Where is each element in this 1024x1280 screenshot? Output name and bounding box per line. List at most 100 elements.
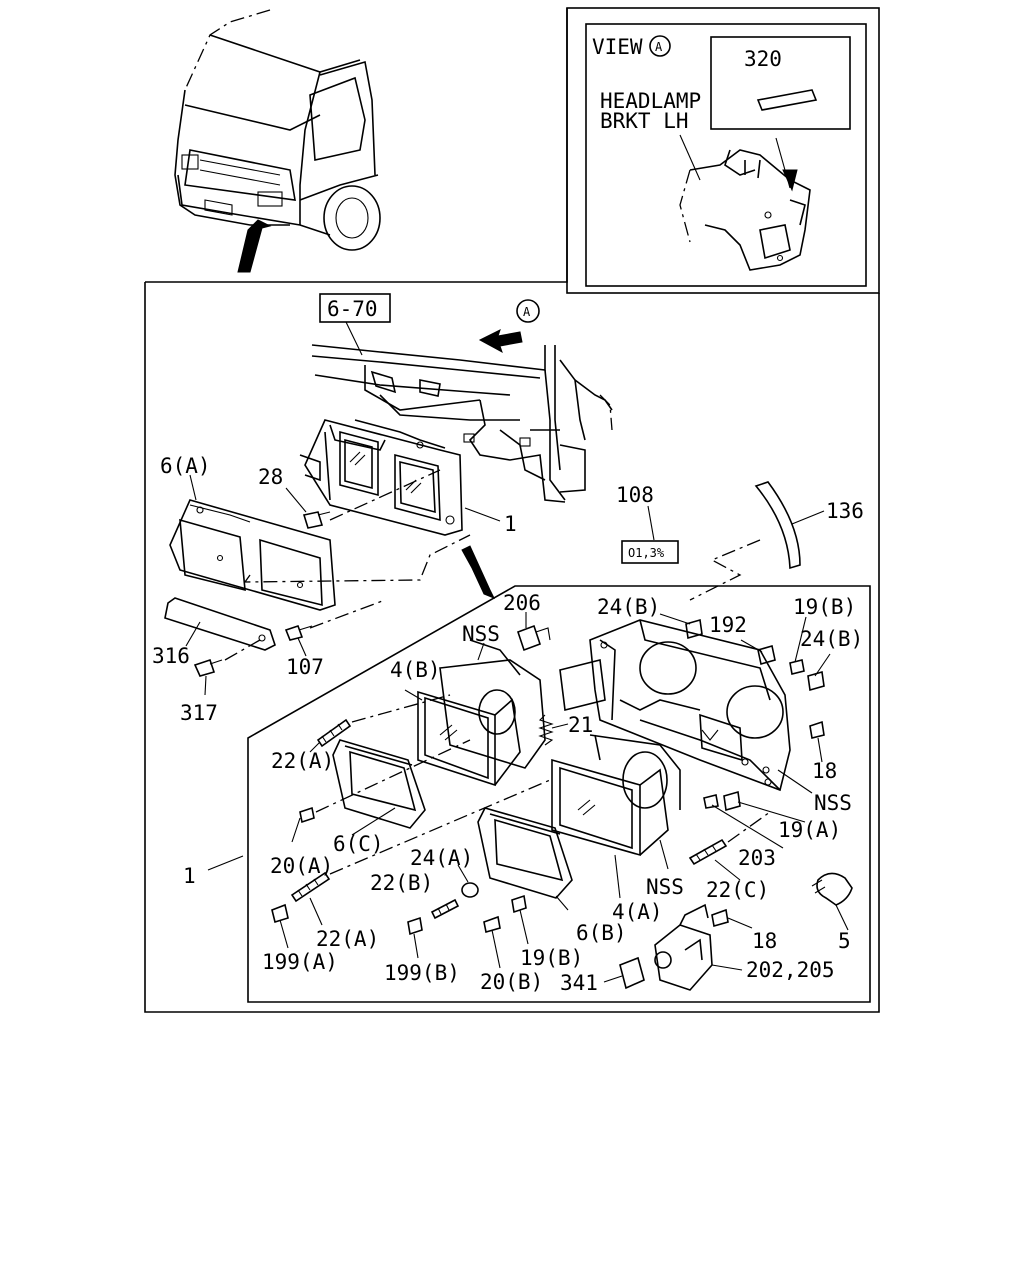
callout-1-lower: 1 bbox=[183, 864, 196, 888]
screw-18-lower bbox=[711, 908, 729, 928]
axis-line-22a-lower bbox=[329, 779, 551, 875]
callout-6b: 6(B) bbox=[576, 921, 627, 945]
axis-line-22a-upper bbox=[351, 694, 451, 723]
screw-22a-lower bbox=[290, 871, 331, 903]
nut-19b-lower bbox=[511, 894, 527, 914]
headlamp-4b bbox=[417, 639, 546, 787]
callout-341: 341 bbox=[560, 971, 598, 995]
bezel-6c bbox=[332, 739, 426, 829]
callout-28: 28 bbox=[258, 465, 283, 489]
part-320-pad bbox=[756, 89, 818, 111]
callout-nss-right: NSS bbox=[814, 791, 852, 815]
callout-22a-lower: 22(A) bbox=[316, 927, 379, 951]
nut-199b bbox=[407, 916, 423, 936]
truck-thumbnail bbox=[174, 9, 381, 273]
callout-19a: 19(A) bbox=[778, 818, 841, 842]
callout-22a-upper: 22(A) bbox=[271, 749, 334, 773]
callout-1-upper: 1 bbox=[504, 512, 517, 536]
screw-18-right bbox=[809, 720, 825, 739]
main-frame-top bbox=[145, 8, 568, 283]
detail-frame bbox=[247, 585, 871, 1003]
view-a-direction-arrow bbox=[478, 329, 523, 354]
callout-199a: 199(A) bbox=[262, 950, 338, 974]
callout-labels: 6(A) 28 1 108 136 316 107 317 206 24(B) … bbox=[152, 454, 864, 995]
bezel-6a bbox=[169, 499, 336, 611]
seal-136 bbox=[754, 481, 801, 570]
clip-19b-right bbox=[789, 659, 805, 675]
callout-19b-top: 19(B) bbox=[793, 595, 856, 619]
main-frame bbox=[144, 282, 880, 1013]
callout-5: 5 bbox=[838, 929, 851, 953]
screw-107 bbox=[284, 624, 313, 641]
callout-nss-lower: NSS bbox=[646, 875, 684, 899]
section-ref-label: 6-70 bbox=[327, 297, 378, 321]
kit-108-text: O1,3% bbox=[628, 546, 665, 560]
screw-203 bbox=[703, 794, 719, 809]
screw-20b bbox=[483, 915, 501, 934]
upper-headlamp-assembly bbox=[299, 419, 463, 536]
callout-18-lower: 18 bbox=[752, 929, 777, 953]
axis-line-28 bbox=[329, 469, 441, 521]
view-a-inset: VIEW A 320 HEADLAMP BRKT LH bbox=[566, 7, 880, 294]
screw-22a-upper bbox=[316, 718, 352, 748]
callout-4b: 4(B) bbox=[390, 658, 441, 682]
callout-107: 107 bbox=[286, 655, 324, 679]
strip-316-hole bbox=[258, 634, 266, 642]
callout-317: 317 bbox=[180, 701, 218, 725]
seal-136-leader bbox=[791, 510, 825, 525]
actuator-202-205 bbox=[654, 903, 713, 991]
spring-21 bbox=[538, 714, 554, 746]
headlamp-4a bbox=[551, 734, 681, 857]
part-320-box bbox=[710, 36, 851, 130]
axis-line-22c bbox=[727, 811, 771, 843]
bracket-label-line2: BRKT LH bbox=[600, 109, 689, 133]
callout-136: 136 bbox=[826, 499, 864, 523]
nut-199a bbox=[271, 903, 289, 924]
cab-frame-structure bbox=[311, 344, 613, 503]
detail-arrow bbox=[461, 545, 496, 599]
connector-341 bbox=[619, 956, 645, 990]
view-a-marker: A bbox=[655, 40, 663, 54]
clip-192 bbox=[757, 644, 776, 666]
callout-22c: 22(C) bbox=[706, 878, 769, 902]
callout-199b: 199(B) bbox=[384, 961, 460, 985]
view-a-marker-circle bbox=[649, 35, 671, 57]
screw-317 bbox=[193, 658, 223, 677]
callout-206: 206 bbox=[503, 591, 541, 615]
callout-18-right: 18 bbox=[812, 759, 837, 783]
callout-192: 192 bbox=[709, 613, 747, 637]
callout-20b: 20(B) bbox=[480, 970, 543, 994]
callout-203: 203 bbox=[738, 846, 776, 870]
screw-28 bbox=[302, 511, 331, 529]
axis-line-20a bbox=[315, 739, 471, 813]
view-a-ref-circle bbox=[516, 299, 540, 323]
bracket-leader bbox=[679, 134, 701, 181]
zoom-arrow bbox=[237, 219, 272, 273]
screw-22b bbox=[430, 898, 460, 920]
connector-206-tab bbox=[535, 627, 551, 641]
grommet-24a bbox=[461, 882, 479, 898]
kit-108-box bbox=[621, 540, 679, 564]
view-a-title: VIEW bbox=[592, 35, 643, 59]
clip-24b-top bbox=[685, 618, 703, 640]
callout-nss-top: NSS bbox=[462, 622, 500, 646]
callout-6a: 6(A) bbox=[160, 454, 211, 478]
axis-line-assembly bbox=[243, 534, 471, 583]
callout-24a: 24(A) bbox=[410, 846, 473, 870]
bracket-label-line1: HEADLAMP bbox=[600, 89, 701, 113]
section-ref-box bbox=[319, 293, 391, 323]
axis-line-107 bbox=[309, 599, 386, 629]
bulb-5 bbox=[811, 872, 853, 906]
strip-316 bbox=[164, 597, 276, 651]
callout-108: 108 bbox=[616, 483, 654, 507]
bezel-6b bbox=[477, 807, 573, 899]
kit-108-leader bbox=[647, 505, 655, 541]
screw-22c bbox=[688, 838, 728, 866]
callout-24b-top: 24(B) bbox=[597, 595, 660, 619]
axis-line-136 bbox=[689, 539, 761, 601]
callout-316: 316 bbox=[152, 644, 190, 668]
callout-22b: 22(B) bbox=[370, 871, 433, 895]
callout-6c: 6(C) bbox=[333, 832, 384, 856]
connector-206 bbox=[516, 624, 542, 652]
